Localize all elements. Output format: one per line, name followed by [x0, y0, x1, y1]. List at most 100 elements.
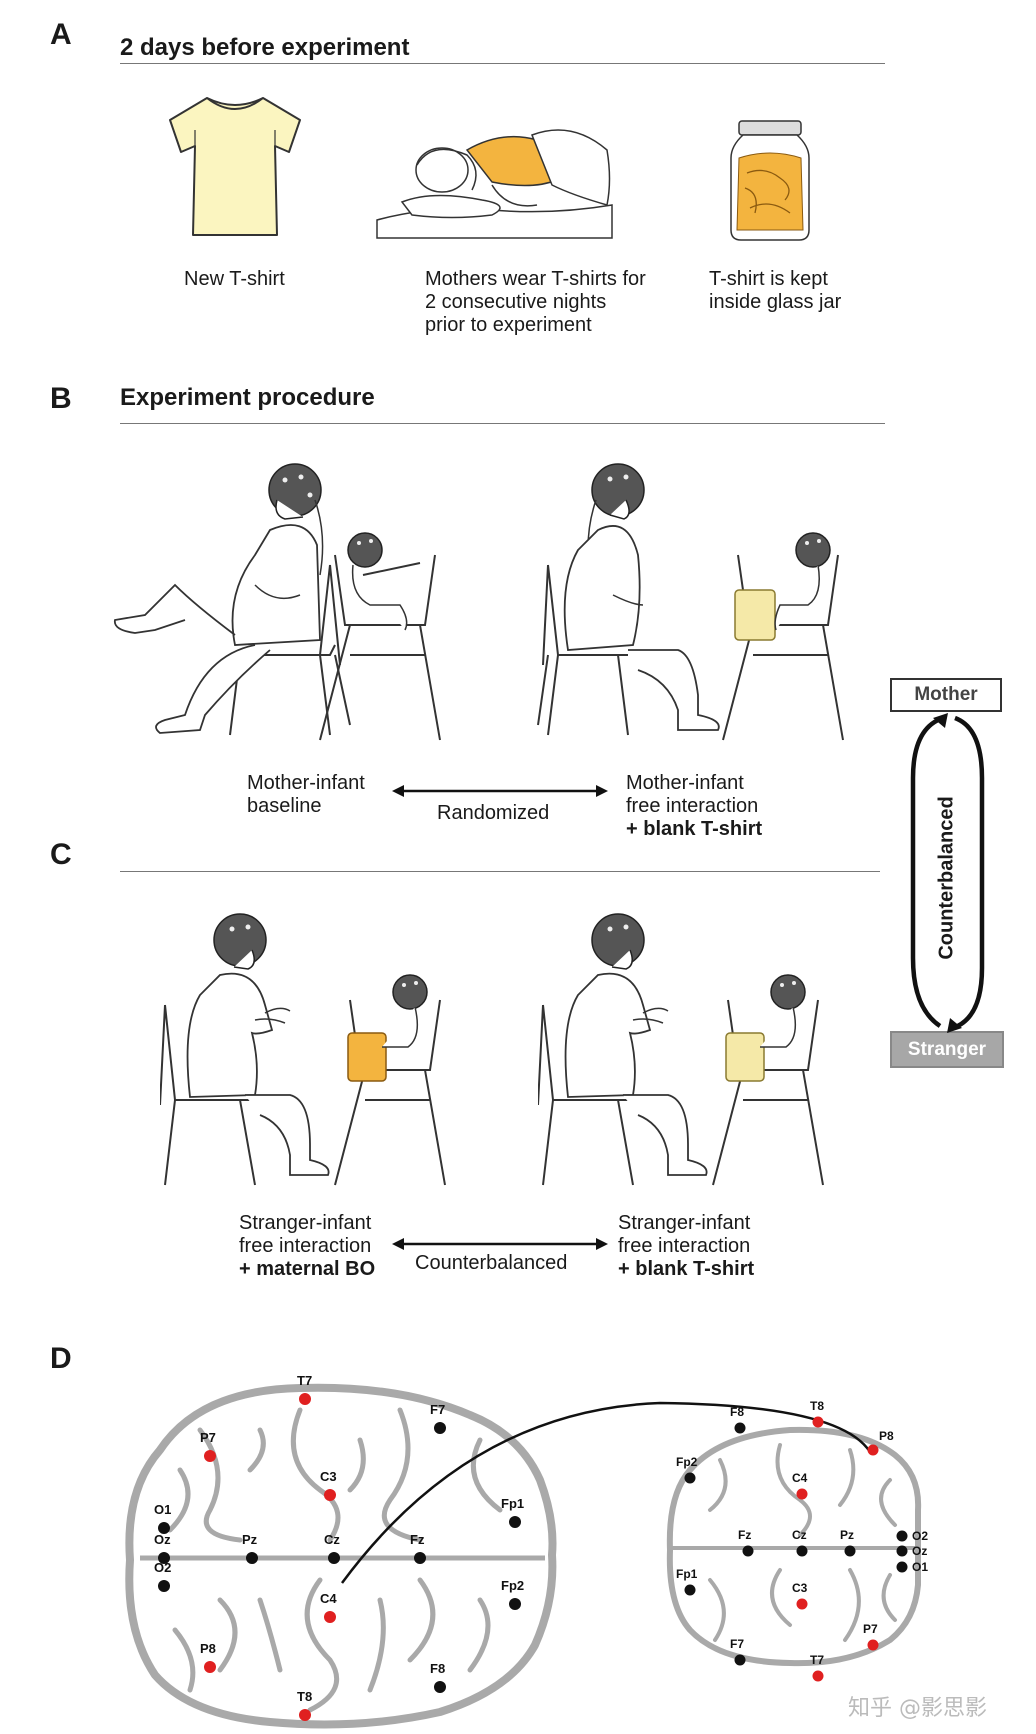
randomized-label: Randomized — [437, 802, 550, 824]
electrode-c4-marker — [324, 1611, 336, 1623]
electrode-o1-label: O1 — [912, 1560, 928, 1574]
panel-b-divider — [120, 423, 885, 424]
stranger-box: Stranger — [890, 1031, 1004, 1068]
mother-box: Mother — [890, 678, 1002, 712]
electrode-p8-marker — [204, 1661, 216, 1673]
electrode-fz-label: Fz — [410, 1532, 425, 1547]
caption-line: New T-shirt — [184, 268, 285, 290]
caption-line: Stranger-infant — [239, 1212, 372, 1234]
electrode-f7-label: F7 — [730, 1637, 744, 1651]
caption-line: Mothers wear T-shirts for — [425, 268, 646, 290]
caption-line: Stranger-infant — [618, 1212, 751, 1234]
counterbalanced-label: Counterbalanced — [415, 1252, 568, 1274]
stranger-infant-blank-tshirt-illustration — [538, 913, 824, 1186]
electrode-cz-marker — [328, 1552, 340, 1564]
panel-a-divider — [120, 63, 885, 64]
electrode-c4-label: C4 — [320, 1591, 337, 1606]
electrode-oz-label: Oz — [154, 1532, 171, 1547]
electrode-fp2-label: Fp2 — [501, 1578, 524, 1593]
panel-b-letter: B — [50, 382, 72, 415]
electrode-oz-marker — [896, 1545, 908, 1557]
counterbalanced-arrow — [392, 1238, 608, 1250]
electrode-oz-marker — [158, 1552, 170, 1564]
electrode-t7-marker — [812, 1670, 824, 1682]
electrode-t8-label: T8 — [810, 1399, 824, 1413]
glass-jar-icon — [730, 120, 810, 241]
caption-new-tshirt: New T-shirt — [184, 268, 285, 291]
watermark: 知乎 @影思影 — [848, 1696, 987, 1721]
caption-line: 2 consecutive nights — [425, 291, 607, 313]
electrode-c4-marker — [796, 1488, 808, 1500]
panel-c-divider — [120, 871, 880, 872]
electrode-fp1-marker — [684, 1584, 696, 1596]
caption-line: free interaction — [618, 1235, 751, 1257]
stranger-infant-maternal-bo-illustration — [160, 913, 446, 1186]
caption-mother-infant-free: Mother-infant free interaction + blank T… — [626, 772, 762, 841]
counterbalanced-vertical-label: Counterbalanced — [935, 796, 958, 960]
panel-d-letter: D — [50, 1342, 72, 1375]
electrode-c4-label: C4 — [792, 1471, 808, 1485]
electrode-cz-label: Cz — [792, 1528, 807, 1542]
sleeping-mother-illustration — [376, 129, 613, 239]
electrode-o2-marker — [896, 1530, 908, 1542]
electrode-c3-marker — [796, 1598, 808, 1610]
electrode-pz-label: Pz — [840, 1528, 854, 1542]
caption-line: free interaction — [626, 795, 759, 817]
electrode-pz-marker — [246, 1552, 258, 1564]
caption-line: Mother-infant — [247, 772, 365, 794]
electrode-cz-marker — [796, 1545, 808, 1557]
counterbalance-loop — [910, 713, 985, 1033]
electrode-f8-label: F8 — [730, 1405, 744, 1419]
electrode-c3-label: C3 — [320, 1469, 337, 1484]
electrode-fp1-label: Fp1 — [676, 1567, 698, 1581]
caption-line: free interaction — [239, 1235, 372, 1257]
stranger-box-label: Stranger — [907, 1039, 987, 1060]
electrode-fz-marker — [742, 1545, 754, 1557]
electrode-fp2-label: Fp2 — [676, 1455, 698, 1469]
electrode-c3-marker — [324, 1489, 336, 1501]
electrode-f7-label: F7 — [430, 1402, 445, 1417]
electrode-f8-marker — [734, 1422, 746, 1434]
electrode-fz-marker — [414, 1552, 426, 1564]
caption-line: Mother-infant — [626, 772, 744, 794]
electrode-fz-label: Fz — [738, 1528, 751, 1542]
caption-line: inside glass jar — [709, 291, 842, 313]
electrode-fp2-marker — [509, 1598, 521, 1610]
caption-line: prior to experiment — [425, 314, 592, 336]
caption-stranger-infant-blank: Stranger-infant free interaction + blank… — [618, 1212, 754, 1281]
electrode-o1-label: O1 — [154, 1502, 171, 1517]
electrode-p8-label: P8 — [200, 1641, 216, 1656]
electrode-t8-marker — [299, 1709, 311, 1721]
caption-bold-line: + blank T-shirt — [618, 1258, 755, 1280]
electrode-t7-label: T7 — [297, 1373, 312, 1388]
electrode-p7-label: P7 — [200, 1430, 216, 1445]
electrode-p7-marker — [204, 1450, 216, 1462]
electrode-o2-marker — [158, 1580, 170, 1592]
electrode-o2-label: O2 — [154, 1560, 171, 1575]
mother-infant-baseline-illustration — [113, 463, 441, 741]
caption-bold-line: + maternal BO — [239, 1258, 376, 1280]
electrode-o1-marker — [896, 1561, 908, 1573]
randomized-arrow — [392, 785, 608, 797]
electrode-o1-marker — [158, 1522, 170, 1534]
caption-tshirt-jar: T-shirt is kept inside glass jar — [709, 268, 841, 314]
caption-mothers-wear: Mothers wear T-shirts for 2 consecutive … — [425, 268, 646, 337]
electrode-t8-label: T8 — [297, 1689, 312, 1704]
caption-bold-line: + blank T-shirt — [626, 818, 763, 840]
panel-c-letter: C — [50, 838, 72, 871]
electrode-fp1-label: Fp1 — [501, 1496, 524, 1511]
electrode-p8-label: P8 — [879, 1429, 894, 1443]
electrode-pz-label: Pz — [242, 1532, 258, 1547]
tshirt-icon — [169, 97, 301, 236]
electrode-f7-marker — [734, 1654, 746, 1666]
electrode-fp1-marker — [509, 1516, 521, 1528]
electrode-c3-label: C3 — [792, 1581, 808, 1595]
electrode-p7-label: P7 — [863, 1622, 878, 1636]
electrode-p8-marker — [867, 1444, 879, 1456]
panel-b-title: Experiment procedure — [120, 384, 375, 411]
electrode-f8-marker — [434, 1681, 446, 1693]
electrode-t7-label: T7 — [810, 1653, 824, 1667]
electrode-t7-marker — [299, 1393, 311, 1405]
caption-line: baseline — [247, 795, 322, 817]
